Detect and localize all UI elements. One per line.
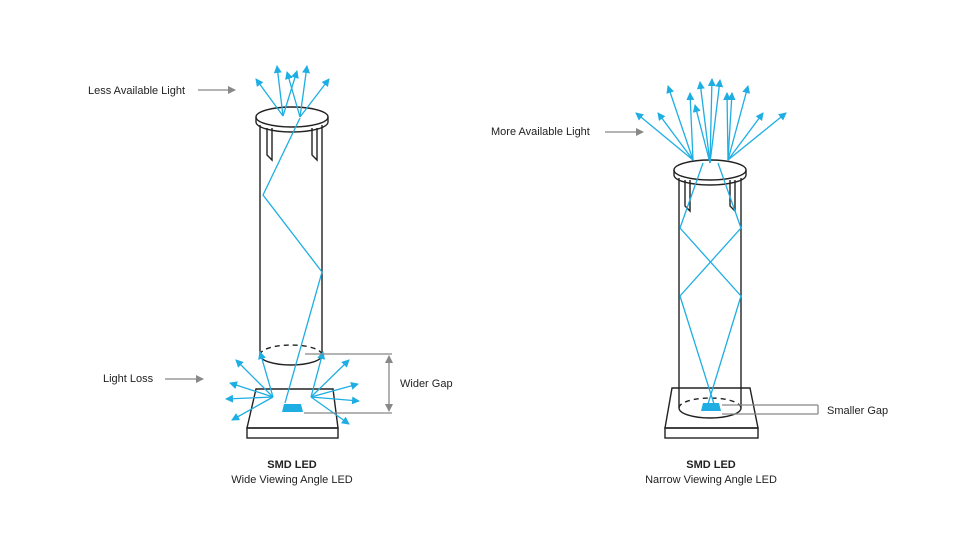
- smaller-gap-dimension: [722, 404, 819, 415]
- led-chip: [282, 404, 303, 412]
- smaller-gap-label: Smaller Gap: [827, 405, 888, 417]
- less-available-light-label: Less Available Light: [88, 85, 185, 97]
- left-caption-title: SMD LED: [267, 459, 317, 471]
- narrow-angle-light-pipe: More Available Light Smaller Gap SMD LED…: [491, 78, 888, 486]
- output-rays: [255, 65, 330, 118]
- more-available-light-label: More Available Light: [491, 126, 590, 138]
- light-loss-rays: [225, 351, 360, 425]
- led-chip: [701, 403, 721, 411]
- wide-angle-light-pipe: Less Available Light Light Loss Wider Ga…: [88, 65, 453, 486]
- pipe-bottom-ellipse: [259, 354, 323, 366]
- led-base-front: [664, 427, 759, 439]
- right-caption-subtitle: Narrow Viewing Angle LED: [645, 474, 777, 486]
- output-rays: [635, 78, 787, 164]
- pipe-bottom-ellipse: [678, 407, 742, 419]
- right-caption-title: SMD LED: [686, 459, 736, 471]
- light-loss-label: Light Loss: [103, 373, 154, 385]
- wider-gap-label: Wider Gap: [400, 378, 453, 390]
- wider-gap-dimension: [304, 353, 393, 414]
- led-base-front: [246, 427, 339, 439]
- left-caption-subtitle: Wide Viewing Angle LED: [231, 474, 353, 486]
- pipe-cap: [255, 106, 329, 128]
